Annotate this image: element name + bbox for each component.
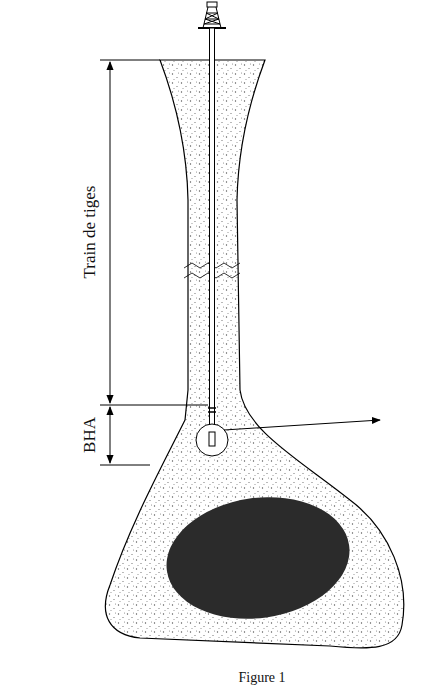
dimension-lines	[100, 60, 208, 465]
drill-bit	[209, 432, 215, 446]
figure-caption: Figure 1	[235, 670, 288, 685]
dimension-label: Train de tiges	[81, 183, 100, 282]
dimension-label: BHA	[81, 414, 100, 456]
drilling-rig	[198, 2, 226, 28]
bha-detail-circle	[196, 424, 228, 456]
drill-string	[210, 28, 215, 440]
reservoir	[159, 486, 358, 630]
formation-outline	[105, 60, 403, 648]
detail-arrow	[224, 420, 380, 430]
